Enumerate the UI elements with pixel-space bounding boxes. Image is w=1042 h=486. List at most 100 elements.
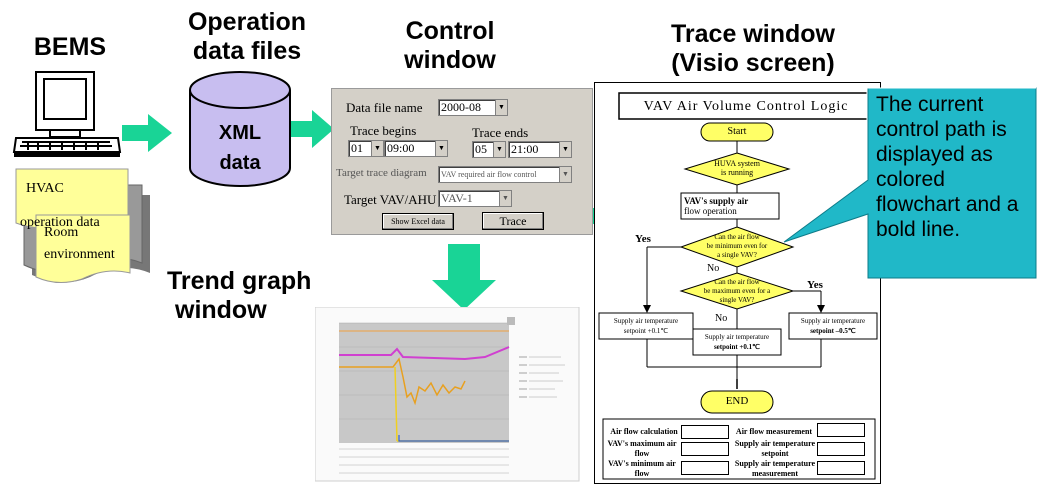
control-window-panel: Data file name 2000-08 ▼ Trace begins Tra… [331,88,593,235]
trend-graph-window [315,307,580,482]
chevron-down-icon: ▼ [495,100,507,115]
begin-day-select[interactable]: 01 ▼ [348,140,384,157]
data-file-value: 2000-08 [441,100,481,114]
left-box-line1: Supply air temperature [613,317,679,325]
trace-button[interactable]: Trace [482,212,544,230]
legend-air-flow-calculation: Air flow calculation [610,427,678,436]
room-doc-line2: environment [44,247,115,262]
decision-min-line2: be minimum even for [706,242,768,250]
right-box-line1: Supply air temperature [800,317,866,325]
legend-supply-setpoint: Supply air temperature setpoint [734,439,816,458]
trace-window-title: Trace window (Visio screen) [638,20,868,78]
legend-vav-minimum: VAV's minimum air flow [608,459,676,478]
target-diagram-label: Target trace diagram [336,167,427,179]
decision-max-line3: single VAV? [719,296,755,304]
process-supply-line2: flow operation [684,206,737,216]
legend-box-5 [817,442,865,456]
trace-window-title-line2: (Visio screen) [671,49,835,77]
flowchart-start: Start [727,126,747,137]
target-vav-label: Target VAV/AHU [344,192,437,207]
chevron-down-icon: ▼ [499,191,511,206]
flowchart-decision-hvac: HUVA system is running [685,159,789,177]
data-file-select[interactable]: 2000-08 ▼ [438,99,508,116]
flowchart-no-label-2: No [715,313,728,324]
legend-air-flow-measurement: Air flow measurement [735,427,813,436]
flowchart-decision-min: Can the air flow be minimum even for a s… [681,233,793,260]
flowchart-no-label-1: No [707,263,720,274]
end-day-select[interactable]: 05 ▼ [472,141,506,158]
cylinder-label-line2: data [219,152,261,174]
target-diagram-select[interactable]: VAV required air flow control ▼ [438,166,572,183]
mid-box-line2: setpoint +0.1℃ [713,343,761,351]
flowchart-yes-label-2: Yes [807,279,823,291]
bems-title: BEMS [33,33,107,61]
chevron-down-icon: ▼ [435,141,447,156]
hvac-doc-line2: operation data [20,215,100,230]
callout-text: The current control path is displayed as… [876,93,1019,241]
begin-day-value: 01 [351,141,363,155]
legend-box-6 [817,461,865,475]
decision-max-line2: be maximum even for a [703,287,771,295]
flowchart-decision-max: Can the air flow be maximum even for a s… [681,278,793,305]
decision-min-line3: a single VAV? [717,251,757,259]
process-supply-line1: VAV's supply air [684,196,749,206]
xml-data-cylinder-icon [189,71,291,187]
trace-window-title-line1: Trace window [671,20,835,48]
legend-box-1 [681,425,729,439]
legend-box-4 [817,423,865,437]
control-window-title: Control window [380,17,520,75]
control-window-title-line2: window [404,46,496,74]
flowchart-yes-label-1: Yes [635,233,651,245]
begin-time-value: 09:00 [387,141,415,155]
end-time-select[interactable]: 21:00 ▼ [508,141,572,158]
document-stack-icon [15,168,150,283]
target-vav-select[interactable]: VAV-1 ▼ [438,190,512,207]
flowchart-process-supply: VAV's supply air flow operation [681,196,782,216]
operation-data-files-title: Operation data files [172,8,322,66]
flowchart-end: END [725,395,749,407]
control-window-title-line1: Control [405,17,495,45]
trace-begins-label: Trace begins [350,123,417,138]
target-diagram-value: VAV required air flow control [441,170,537,179]
decision-max-line1: Can the air flow [714,278,760,286]
end-time-value: 21:00 [511,142,539,156]
decision-hvac-line1: HUVA system [714,159,760,168]
arrow-bems-to-files [122,114,172,152]
trend-graph-title-line2: window [175,296,267,324]
legend-vav-maximum: VAV's maximum air flow [607,439,677,458]
trace-ends-label: Trace ends [472,125,529,140]
flowchart-title: VAV Air Volume Control Logic [643,99,849,114]
trace-window-panel: VAV Air Volume Control Logic Start HUVA … [594,82,881,484]
left-box-line2: setpoint +0.1℃ [623,327,669,335]
legend-box-2 [681,442,729,456]
flowchart-left-box: Supply air temperature setpoint +0.1℃ [599,316,693,336]
legend-supply-measurement: Supply air temperature measurement [734,459,816,478]
mid-box-line1: Supply air temperature [704,333,770,341]
chevron-down-icon: ▼ [493,142,505,157]
chevron-down-icon: ▼ [559,167,571,182]
decision-min-line1: Can the air flow [714,233,760,241]
data-file-name-label: Data file name [346,100,423,115]
flowchart-mid-box: Supply air temperature setpoint +0.1℃ [693,332,781,352]
decision-hvac-line2: is running [720,168,754,177]
begin-time-select[interactable]: 09:00 ▼ [384,140,448,157]
operation-data-files-title-line1: Operation [187,8,307,36]
operation-data-files-title-line2: data files [192,37,302,65]
arrow-control-to-trend [432,244,496,310]
end-day-value: 05 [475,142,487,156]
right-box-line2: setpoint –0.5℃ [810,327,856,335]
cylinder-label-line1: XML [218,122,262,144]
chevron-down-icon: ▼ [371,141,383,156]
show-excel-data-button[interactable]: Show Excel data [382,213,454,230]
room-doc-label: Room environment [44,222,115,266]
computer-icon [12,71,122,157]
flowchart-right-box: Supply air temperature setpoint –0.5℃ [789,316,877,336]
target-vav-value: VAV-1 [441,191,473,205]
callout-shape [783,87,1037,279]
chevron-down-icon: ▼ [559,142,571,157]
arrow-files-to-control [290,110,334,148]
legend-box-3 [681,461,729,475]
trend-graph-title-line1: Trend graph [167,267,312,295]
hvac-doc-line1: HVAC [26,181,64,196]
trend-graph-legend [519,356,527,398]
